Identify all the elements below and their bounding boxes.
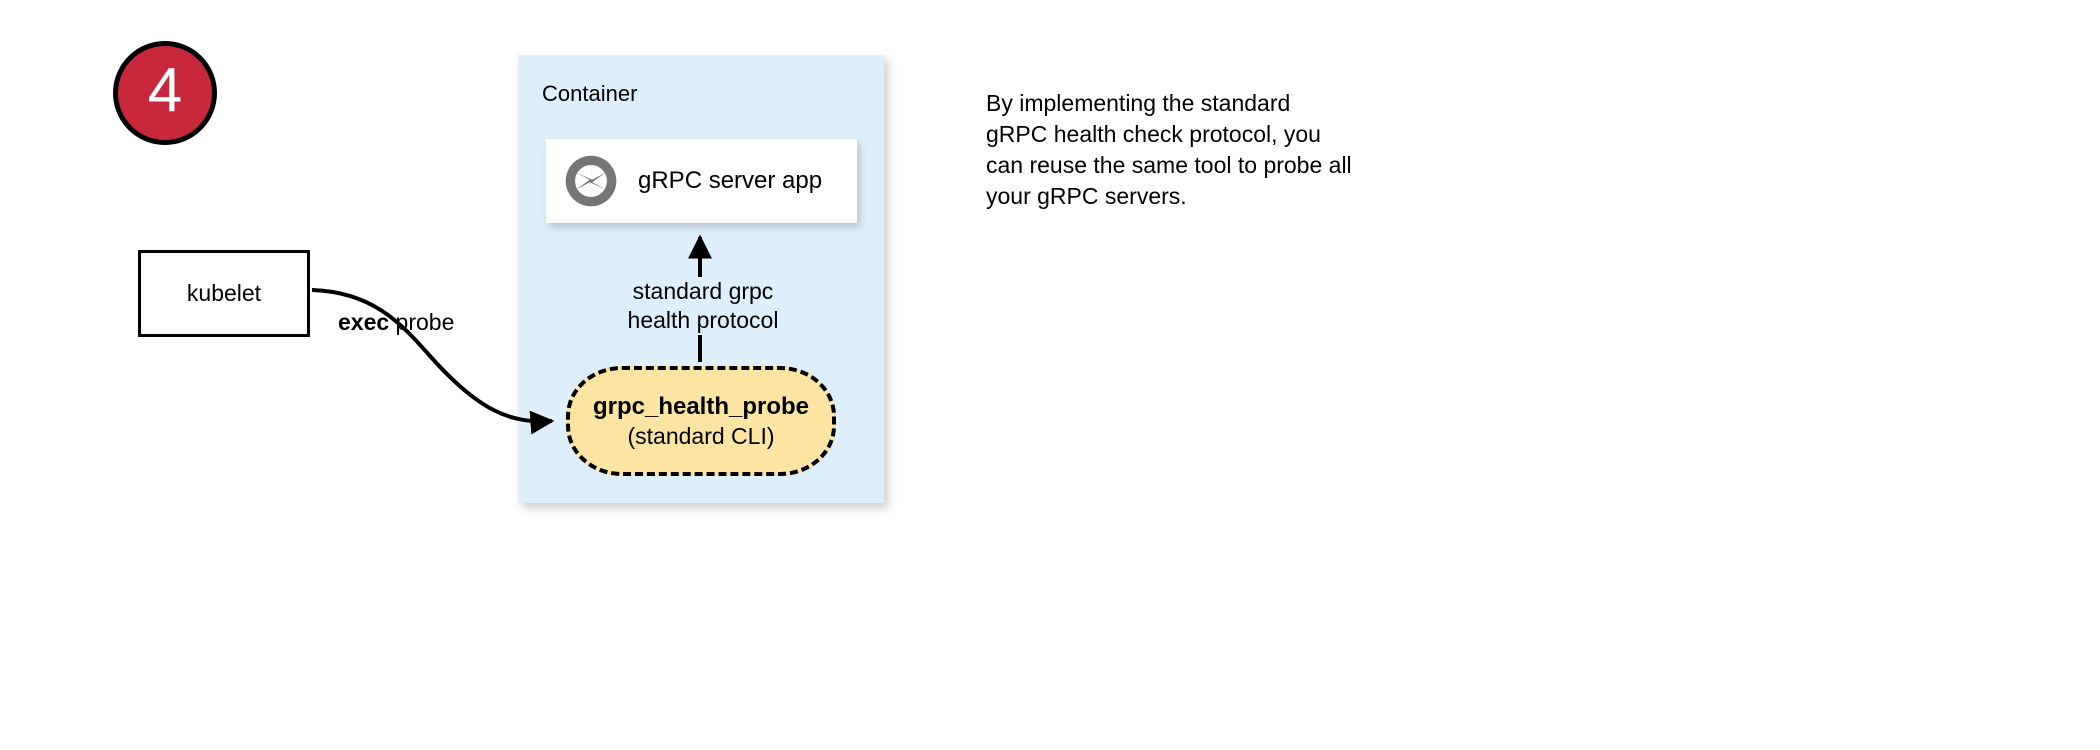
kubelet-box: kubelet	[138, 250, 310, 337]
caption-text: By implementing the standard gRPC health…	[986, 88, 1406, 212]
grpc-health-probe-title: grpc_health_probe	[592, 392, 810, 420]
step-number-text: 4	[147, 56, 183, 125]
kubelet-label: kubelet	[186, 280, 262, 306]
step-number-badge: 4	[113, 41, 217, 145]
grpc-health-probe-box: grpc_health_probe (standard CLI)	[566, 366, 836, 476]
grpc-server-app-card: gRPC server app	[546, 139, 857, 223]
container-label: Container	[542, 81, 638, 106]
exec-probe-rest: probe	[389, 309, 455, 335]
grpc-aperture-icon	[565, 155, 617, 207]
caption-line-3: can reuse the same tool to probe all	[986, 152, 1352, 178]
edge-label-health-protocol: standard grpc health protocol	[621, 277, 785, 335]
health-protocol-line-1: standard grpc	[632, 278, 774, 304]
caption-line-1: By implementing the standard	[986, 90, 1291, 116]
health-protocol-line-2: health protocol	[627, 307, 779, 333]
caption-line-2: gRPC health check protocol, you	[986, 121, 1321, 147]
caption-line-4: your gRPC servers.	[986, 183, 1187, 209]
grpc-server-app-label: gRPC server app	[638, 167, 823, 194]
exec-probe-emphasis: exec	[338, 309, 390, 335]
grpc-health-probe-subtitle: (standard CLI)	[627, 422, 775, 449]
edge-label-exec-probe: exec probe	[338, 308, 454, 337]
